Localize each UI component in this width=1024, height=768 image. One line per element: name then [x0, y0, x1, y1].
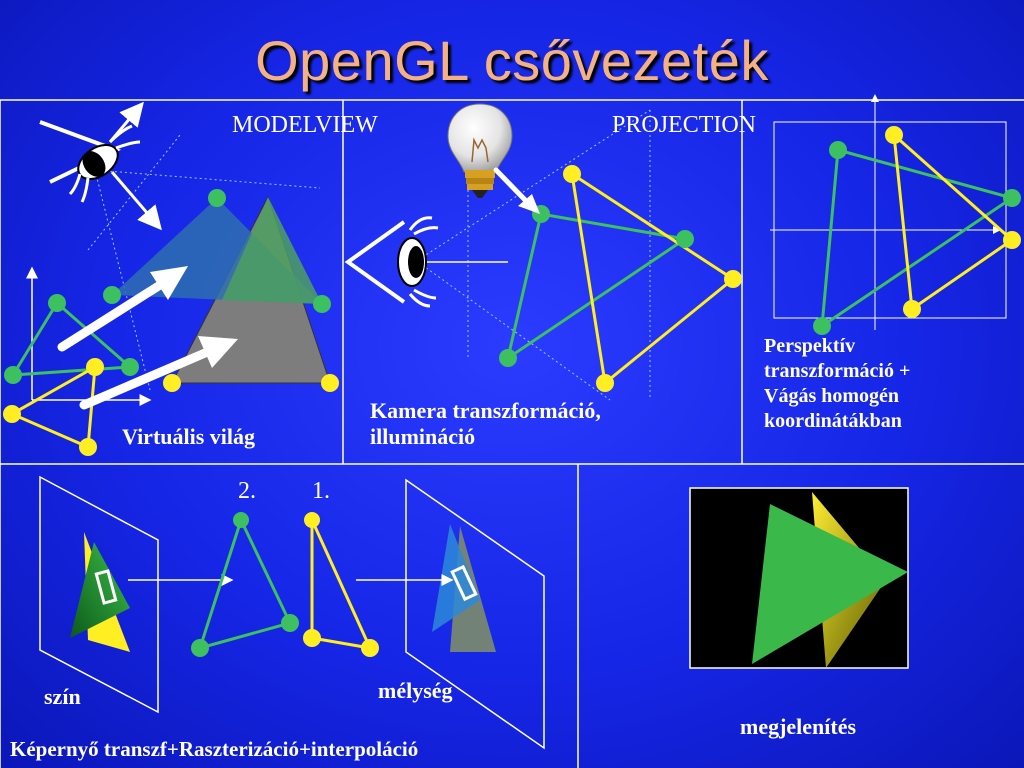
- section-frames: [0, 99, 1024, 768]
- depth-label: mélység: [378, 678, 453, 703]
- perspective-line-3: Vágás homogén: [764, 385, 900, 407]
- virtual-world-label: Virtuális világ: [122, 424, 256, 449]
- perspective-line-4: koordinátákban: [764, 410, 902, 432]
- camera-panel: [344, 103, 742, 401]
- eye-icon: [39, 120, 141, 203]
- screen-pipeline-label: Képernyő transzf+Raszterizáció+interpolá…: [10, 737, 419, 761]
- raster-panel: [39, 475, 545, 750]
- light-bulb-icon: [447, 103, 513, 198]
- color-label: szín: [44, 684, 81, 709]
- camera-eye-icon: [344, 216, 439, 308]
- slide-title: OpenGL csővezeték: [255, 29, 769, 92]
- perspective-label: Perspektív transzformáció + Vágás homogé…: [764, 334, 910, 434]
- perspective-line-2: transzformáció +: [764, 360, 911, 382]
- projection-panel: [770, 94, 1021, 335]
- modelview-label: MODELVIEW: [232, 112, 378, 138]
- display-label: megjelenítés: [740, 714, 857, 739]
- camera-transform-label: Kamera transzformáció, illumináció: [370, 398, 601, 450]
- virtual-world-panel: [3, 101, 339, 456]
- display-panel: [689, 487, 909, 669]
- order-2-label: 2.: [238, 478, 256, 504]
- order-1-label: 1.: [312, 478, 330, 504]
- projection-label: PROJECTION: [612, 112, 757, 138]
- perspective-line-1: Perspektív: [764, 335, 856, 357]
- camera-transform-line-2: illumináció: [370, 424, 476, 449]
- camera-transform-line-1: Kamera transzformáció,: [370, 398, 601, 423]
